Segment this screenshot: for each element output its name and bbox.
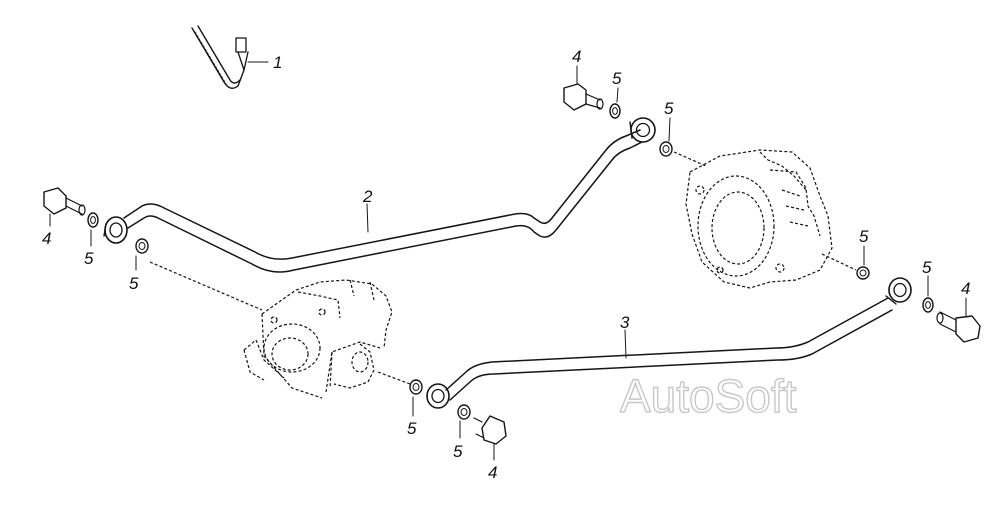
washer-leader-lines bbox=[90, 87, 929, 439]
banjo-fitting-lower-left bbox=[426, 383, 450, 409]
part-labels: 1 2 3 4 4 4 4 5 5 5 5 5 5 5 5 bbox=[42, 47, 970, 482]
fuel-pipe-upper bbox=[123, 129, 643, 273]
watermark-text: AutoSoft bbox=[620, 370, 797, 422]
label-part-5-f: 5 bbox=[922, 258, 932, 277]
leader-line-3 bbox=[624, 329, 627, 359]
label-part-5-g: 5 bbox=[407, 419, 417, 438]
banjo-bolt-right bbox=[936, 297, 981, 343]
fuel-pipe-lower bbox=[445, 297, 893, 401]
label-part-5-d: 5 bbox=[664, 99, 674, 118]
flange-housing-outline bbox=[685, 149, 833, 289]
label-part-4-top: 4 bbox=[572, 47, 581, 66]
banjo-bolt-bottom bbox=[473, 415, 507, 461]
cable-tie bbox=[191, 25, 269, 89]
banjo-fitting-left bbox=[103, 216, 128, 244]
label-part-1: 1 bbox=[273, 53, 282, 72]
banjo-fitting-lower-right bbox=[885, 277, 912, 305]
label-part-3: 3 bbox=[620, 313, 630, 332]
banjo-bolt-left bbox=[43, 187, 86, 227]
banjo-bolt-top bbox=[563, 65, 604, 111]
pump-housing-outline bbox=[243, 279, 393, 399]
label-part-5-c: 5 bbox=[612, 69, 622, 88]
label-part-2: 2 bbox=[362, 187, 373, 206]
sealing-washers bbox=[87, 103, 934, 420]
label-part-4-left: 4 bbox=[42, 229, 51, 248]
label-part-5-e: 5 bbox=[859, 227, 869, 246]
label-part-5-a: 5 bbox=[84, 249, 94, 268]
label-part-4-right: 4 bbox=[961, 279, 970, 298]
leader-line-2 bbox=[366, 203, 369, 233]
banjo-fitting-right bbox=[629, 117, 656, 143]
label-part-5-h: 5 bbox=[453, 442, 463, 461]
label-part-5-b: 5 bbox=[129, 274, 139, 293]
label-part-4-bottom: 4 bbox=[488, 463, 497, 482]
